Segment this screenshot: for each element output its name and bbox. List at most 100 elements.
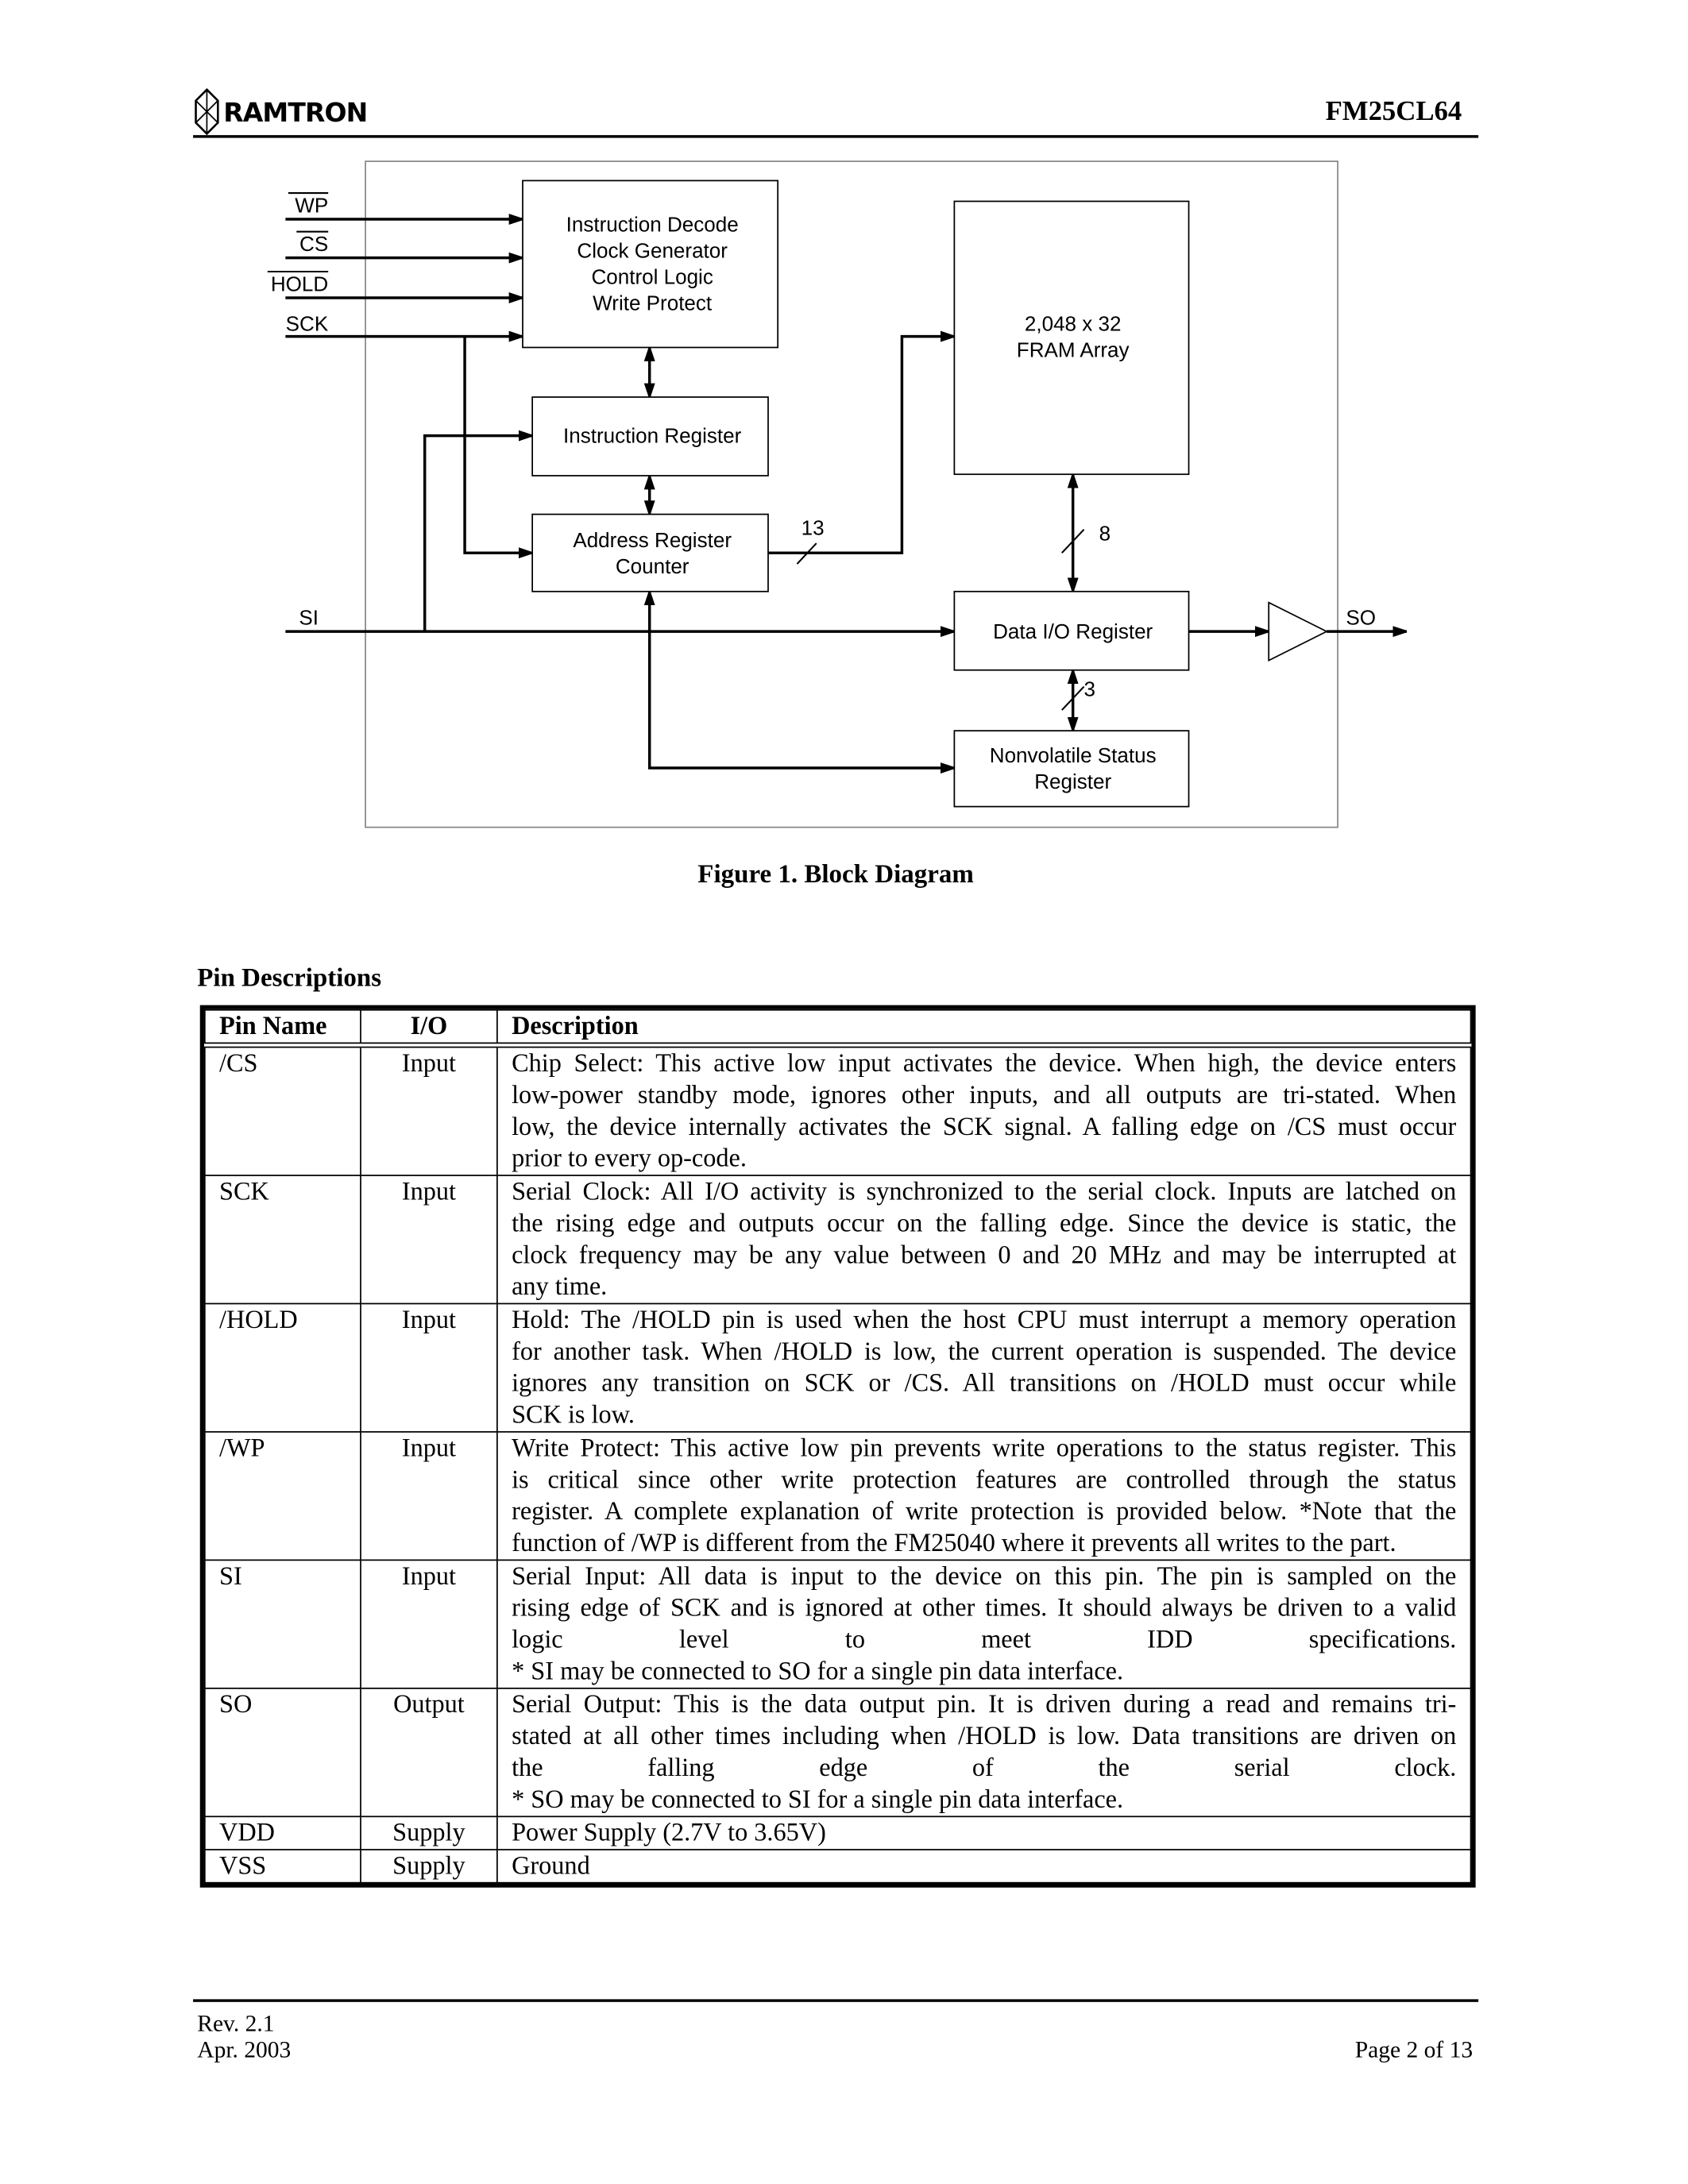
input-label-si: SI	[299, 605, 319, 629]
pin-description: Serial Clock: All I/O activity is synchr…	[496, 1175, 1472, 1305]
pin-description: Ground	[496, 1849, 1472, 1884]
instruction-register-label: Instruction Register	[563, 423, 742, 447]
pin-name: VDD	[203, 1815, 361, 1850]
description-line: Hold: The /HOLD pin is used when the hos…	[512, 1306, 1457, 1335]
header-pin-name: Pin Name	[203, 1009, 361, 1048]
pin-name: /WP	[203, 1431, 361, 1561]
description-line: register. A complete explanation of writ…	[512, 1497, 1457, 1526]
description-line: any time.	[512, 1272, 608, 1302]
page-number: Page 2 of 13	[1354, 2036, 1474, 2063]
description-line: Write Protect: This active low pin preve…	[512, 1433, 1457, 1464]
description-line: * SI may be connected to SO for a single…	[512, 1657, 1124, 1687]
description-line: clock frequency may be any value between…	[512, 1241, 1457, 1270]
si-to-instruction	[423, 436, 533, 632]
description-line: ignores any transition on SCK or /CS. Al…	[512, 1368, 1457, 1399]
address-register-block	[531, 513, 769, 592]
status-bus-width: 3	[1084, 677, 1095, 701]
control-line-1: Instruction Decode	[566, 213, 739, 237]
output-label-so: SO	[1346, 605, 1376, 629]
header-io: I/O	[360, 1009, 498, 1048]
pin-name: VSS	[203, 1849, 361, 1884]
description-line: low-power standby mode, ignores other in…	[512, 1081, 1457, 1110]
status-line-2: Register	[1034, 770, 1111, 793]
pin-io: Output	[360, 1687, 498, 1818]
description-line: is critical since other write protection…	[512, 1465, 1457, 1495]
pin-name: /HOLD	[203, 1302, 361, 1433]
document-id: FM25CL64	[1325, 96, 1462, 127]
control-line-4: Write Protect	[593, 291, 713, 315]
pin-description: Serial Output: This is the data output p…	[496, 1687, 1472, 1818]
pin-io: Supply	[360, 1815, 498, 1850]
address-bus-width: 13	[802, 516, 825, 540]
description-line: function of /WP is different from the FM…	[512, 1529, 1396, 1558]
status-register-block	[953, 730, 1190, 808]
output-buffer	[1268, 601, 1329, 662]
description-line: low, the device internally activates the…	[512, 1113, 1457, 1142]
pin-name: SCK	[203, 1175, 361, 1305]
block-diagram: WP CS HOLD SCK SI SO Instruction Decode …	[267, 160, 1407, 828]
pin-name: SI	[203, 1559, 361, 1689]
diagram-frame	[365, 160, 1338, 828]
header-rule	[193, 135, 1479, 138]
footer-rule	[193, 1999, 1479, 2002]
section-title: Pin Descriptions	[197, 963, 382, 993]
description-line: Serial Output: This is the data output p…	[512, 1690, 1457, 1719]
pin-io: Input	[360, 1431, 498, 1561]
input-label-sck: SCK	[286, 312, 329, 336]
control-block	[522, 179, 779, 349]
address-bus	[768, 337, 955, 554]
pin-description: Power Supply (2.7V to 3.65V)	[496, 1815, 1472, 1850]
pin-name: SO	[203, 1687, 361, 1818]
description-line: * SO may be connected to SI for a single…	[512, 1785, 1124, 1815]
description-line: Ground	[512, 1851, 590, 1881]
description-line: Serial Clock: All I/O activity is synchr…	[512, 1177, 1457, 1207]
description-line: stated at all other times including when…	[512, 1722, 1457, 1751]
description-line: Chip Select: This active low input activ…	[512, 1049, 1457, 1078]
description-line: the rising edge and outputs occur on the…	[512, 1209, 1457, 1239]
pin-io: Input	[360, 1175, 498, 1305]
pin-name: /CS	[203, 1044, 361, 1176]
description-line: for another task. When /HOLD is low, the…	[512, 1337, 1457, 1367]
input-label-cs: CS	[299, 232, 328, 256]
description-line: Serial Input: All data is input to the d…	[512, 1562, 1457, 1592]
ar-status-link	[650, 591, 955, 768]
figure-caption: Figure 1. Block Diagram	[697, 860, 974, 889]
fram-line-1: 2,048 x 32	[1025, 312, 1122, 336]
pin-description: Serial Input: All data is input to the d…	[496, 1559, 1472, 1689]
pin-description: Write Protect: This active low pin preve…	[496, 1431, 1472, 1561]
pin-description: Hold: The /HOLD pin is used when the hos…	[496, 1302, 1472, 1433]
header-description: Description	[496, 1009, 1472, 1048]
description-line: Power Supply (2.7V to 3.65V)	[512, 1818, 826, 1848]
description-line: logic level to meet IDD specifications.	[512, 1625, 1457, 1655]
ramtron-logo: RAMTRON	[195, 88, 368, 136]
description-line: rising edge of SCK and is ignored at oth…	[512, 1593, 1457, 1623]
control-line-3: Control Logic	[591, 265, 713, 289]
description-line: prior to every op-code.	[512, 1144, 747, 1174]
address-register-line-1: Address Register	[573, 528, 732, 552]
pin-description: Chip Select: This active low input activ…	[496, 1044, 1472, 1176]
pin-io: Input	[360, 1044, 498, 1176]
control-line-2: Clock Generator	[577, 239, 728, 263]
fram-line-2: FRAM Array	[1017, 338, 1130, 362]
date: Apr. 2003	[197, 2036, 292, 2063]
pin-io: Input	[360, 1302, 498, 1433]
address-register-line-2: Counter	[616, 554, 689, 578]
sck-to-address	[463, 336, 533, 554]
revision: Rev. 2.1	[197, 2010, 275, 2037]
input-label-wp: WP	[295, 193, 328, 217]
data-io-label: Data I/O Register	[993, 619, 1153, 643]
description-line: SCK is low.	[512, 1400, 635, 1430]
svg-text:RAMTRON: RAMTRON	[223, 97, 367, 128]
input-label-hold: HOLD	[271, 272, 328, 295]
pin-io: Supply	[360, 1849, 498, 1884]
